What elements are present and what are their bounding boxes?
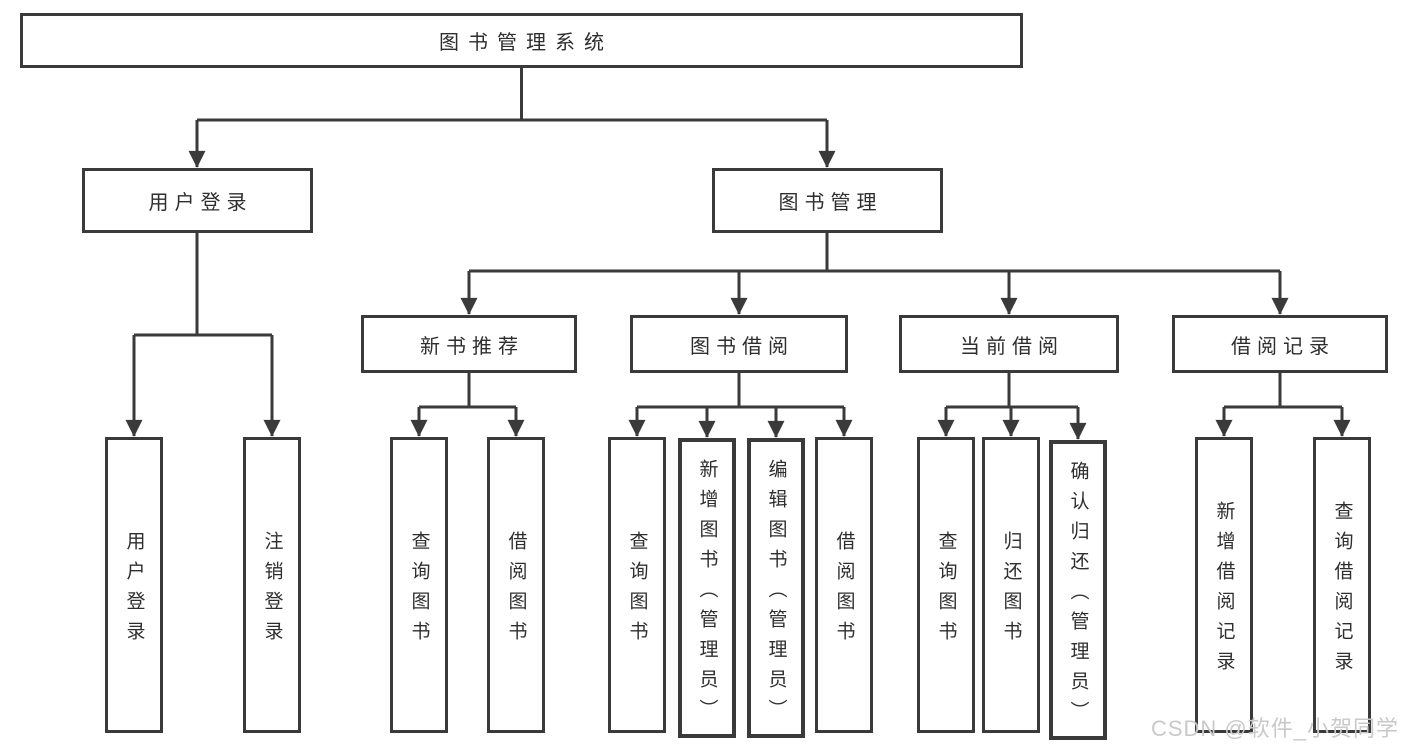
leaf-query-books-recommend: 查询图书	[390, 437, 448, 733]
node-book-management-label: 图书管理	[778, 192, 883, 214]
leaf-query-books-recommend-label: 查询图书	[408, 530, 430, 651]
leaf-borrow-books-recommend: 借阅图书	[487, 437, 545, 733]
leaf-query-books-borrow-label: 查询图书	[626, 530, 648, 651]
node-root: 图书管理系统	[20, 13, 1023, 68]
leaf-add-book-admin: 新增图书（管理员）	[678, 438, 736, 738]
leaf-borrow-books-label: 借阅图书	[833, 530, 855, 651]
leaf-confirm-return-admin-label: 确认归还（管理员）	[1067, 460, 1089, 731]
node-book-borrow: 图书借阅	[630, 315, 848, 373]
leaf-return-book-label: 归还图书	[1000, 530, 1022, 651]
node-new-book-recommend-label: 新书推荐	[420, 335, 524, 358]
leaf-return-book: 归还图书	[982, 437, 1040, 733]
node-current-borrow: 当前借阅	[899, 315, 1119, 373]
leaf-query-borrow-record-label: 查询借阅记录	[1331, 500, 1353, 681]
leaf-confirm-return-admin: 确认归还（管理员）	[1049, 440, 1107, 740]
node-book-management: 图书管理	[712, 168, 943, 233]
leaf-edit-book-admin-label: 编辑图书（管理员）	[765, 458, 787, 729]
leaf-query-books-current-label: 查询图书	[935, 530, 957, 651]
node-book-borrow-label: 图书借阅	[690, 335, 794, 358]
leaf-user-login-label: 用户登录	[123, 530, 145, 651]
leaf-borrow-books: 借阅图书	[815, 437, 873, 733]
leaf-query-books-borrow: 查询图书	[608, 437, 666, 733]
leaf-edit-book-admin: 编辑图书（管理员）	[747, 438, 805, 738]
leaf-logout-label: 注销登录	[261, 530, 283, 651]
leaf-query-books-current: 查询图书	[917, 437, 975, 733]
leaf-add-borrow-record: 新增借阅记录	[1195, 437, 1253, 733]
leaf-user-login: 用户登录	[105, 437, 163, 733]
leaf-borrow-books-recommend-label: 借阅图书	[505, 530, 527, 651]
leaf-query-borrow-record: 查询借阅记录	[1313, 437, 1371, 733]
node-new-book-recommend: 新书推荐	[361, 315, 577, 373]
leaf-add-book-admin-label: 新增图书（管理员）	[696, 458, 718, 729]
leaf-logout: 注销登录	[243, 437, 301, 733]
node-current-borrow-label: 当前借阅	[960, 335, 1064, 358]
node-root-label: 图书管理系统	[439, 32, 613, 54]
node-user-login-label: 用户登录	[148, 192, 253, 214]
node-user-login: 用户登录	[82, 168, 313, 233]
node-borrow-records: 借阅记录	[1172, 315, 1388, 373]
leaf-add-borrow-record-label: 新增借阅记录	[1213, 500, 1235, 681]
node-borrow-records-label: 借阅记录	[1231, 335, 1335, 358]
watermark: CSDN @软件_小贺同学	[1150, 716, 1399, 741]
